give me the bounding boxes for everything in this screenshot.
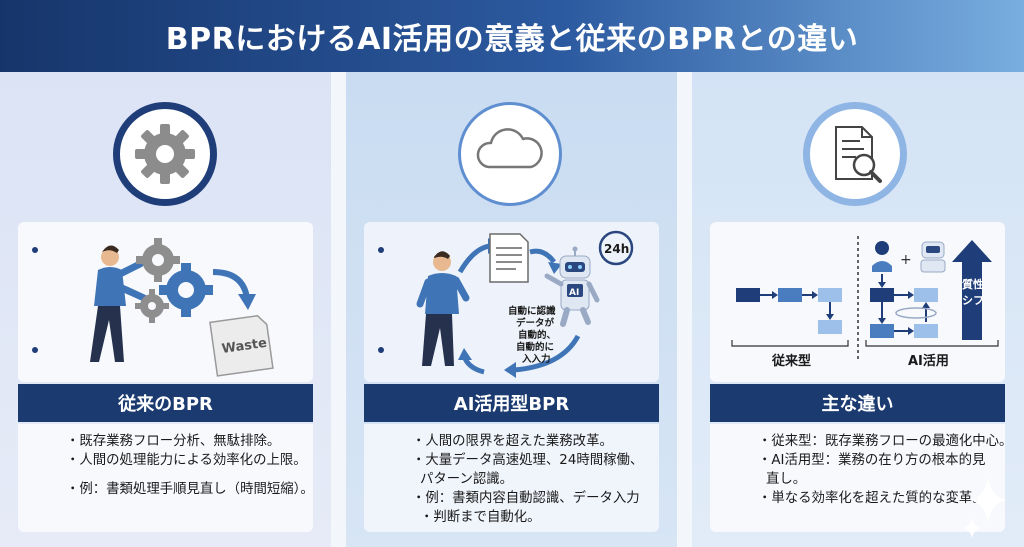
text-traditional: ・既存業務フロー分析、無駄排除。 ・人間の処理能力による効率化の上限。 ・例：書… (18, 424, 314, 532)
text-line: ・例：書類内容自動認識、データ入力 (412, 491, 640, 506)
text-line: ・人間の限界を超えた業務改革。 (412, 434, 613, 449)
text-diff: ・従来型：既存業務フローの最適化中心。 ・AI活用型：業務の在り方の根本的見 直… (710, 424, 1013, 532)
text-line: ・従来型：既存業務フローの最適化中心。 (758, 434, 1013, 449)
illustration-traditional: Waste (18, 222, 313, 382)
page-title: BPRにおけるAI活用の意義と従来のBPRとの違い (165, 22, 859, 57)
label-traditional: 従来型 (771, 353, 811, 369)
person-gears-illustration: Waste (90, 238, 274, 377)
text-line: ・大量データ高速処理、24時間稼働、 (412, 453, 644, 468)
cycle-text: 自動的に (516, 341, 554, 353)
bullet-dot (378, 347, 384, 353)
arrow-text: シフ (962, 294, 984, 307)
band-traditional: 従来のBPR (18, 384, 313, 422)
document-search-icon (835, 126, 882, 183)
text-line: ・判断まで自動化。 (420, 510, 541, 525)
text-line: ・既存業務フロー分析、無駄排除。 (66, 434, 281, 449)
band-diff: 主な違い (710, 384, 1005, 422)
cycle-text: 自動に認識 (508, 305, 556, 317)
sparkle-icon (964, 478, 1006, 538)
text-line: パターン認識。 (420, 472, 514, 487)
illustration-ai: AI 24h 自動に認識 データが 自動的、 自動的に 入入力 (364, 222, 659, 382)
waste-label: Waste (221, 336, 268, 357)
cycle-text: 自動的、 (518, 329, 556, 341)
divider (677, 72, 692, 547)
ai-cycle-illustration: AI 24h 自動に認識 データが 自動的、 自動的に 入入力 (416, 230, 634, 378)
illustration-diff: 従来型 + 質性 シフ AI活用 (710, 222, 1005, 382)
band-ai: AI活用型BPR (364, 384, 659, 422)
arrow-text: 質性 (962, 277, 984, 291)
text-line: ・人間の処理能力による効率化の上限。 (66, 453, 307, 468)
text-ai: ・人間の限界を超えた業務改革。 ・大量データ高速処理、24時間稼働、 パターン認… (364, 424, 659, 532)
text-line: 直し。 (766, 472, 807, 487)
gear-icon (135, 124, 195, 184)
cycle-text: データが (516, 317, 555, 329)
bullet-dot (32, 247, 38, 253)
comparison-illustration: 従来型 + 質性 シフ AI活用 (731, 236, 999, 369)
ai-chip-label: AI (569, 288, 579, 298)
text-line: ・AI活用型：業務の在り方の根本的見 (758, 453, 986, 468)
document-search-circle (803, 102, 907, 206)
bullet-dot (32, 347, 38, 353)
text-line: ・単なる効率化を超えた質的な変革。 (758, 491, 986, 506)
label-ai: AI活用 (908, 353, 949, 369)
cycle-text: 入入力 (521, 353, 551, 365)
cloud-icon (476, 128, 543, 169)
bullet-dot (378, 247, 384, 253)
badge-24h: 24h (604, 242, 629, 256)
svg-text:+: + (900, 252, 912, 268)
header-banner: BPRにおけるAI活用の意義と従来のBPRとの違い (0, 0, 1024, 72)
gear-circle (113, 102, 217, 206)
divider (331, 72, 346, 547)
cloud-circle (458, 102, 562, 206)
text-line: ・例：書類処理手順見直し（時間短縮）。 (66, 482, 314, 497)
